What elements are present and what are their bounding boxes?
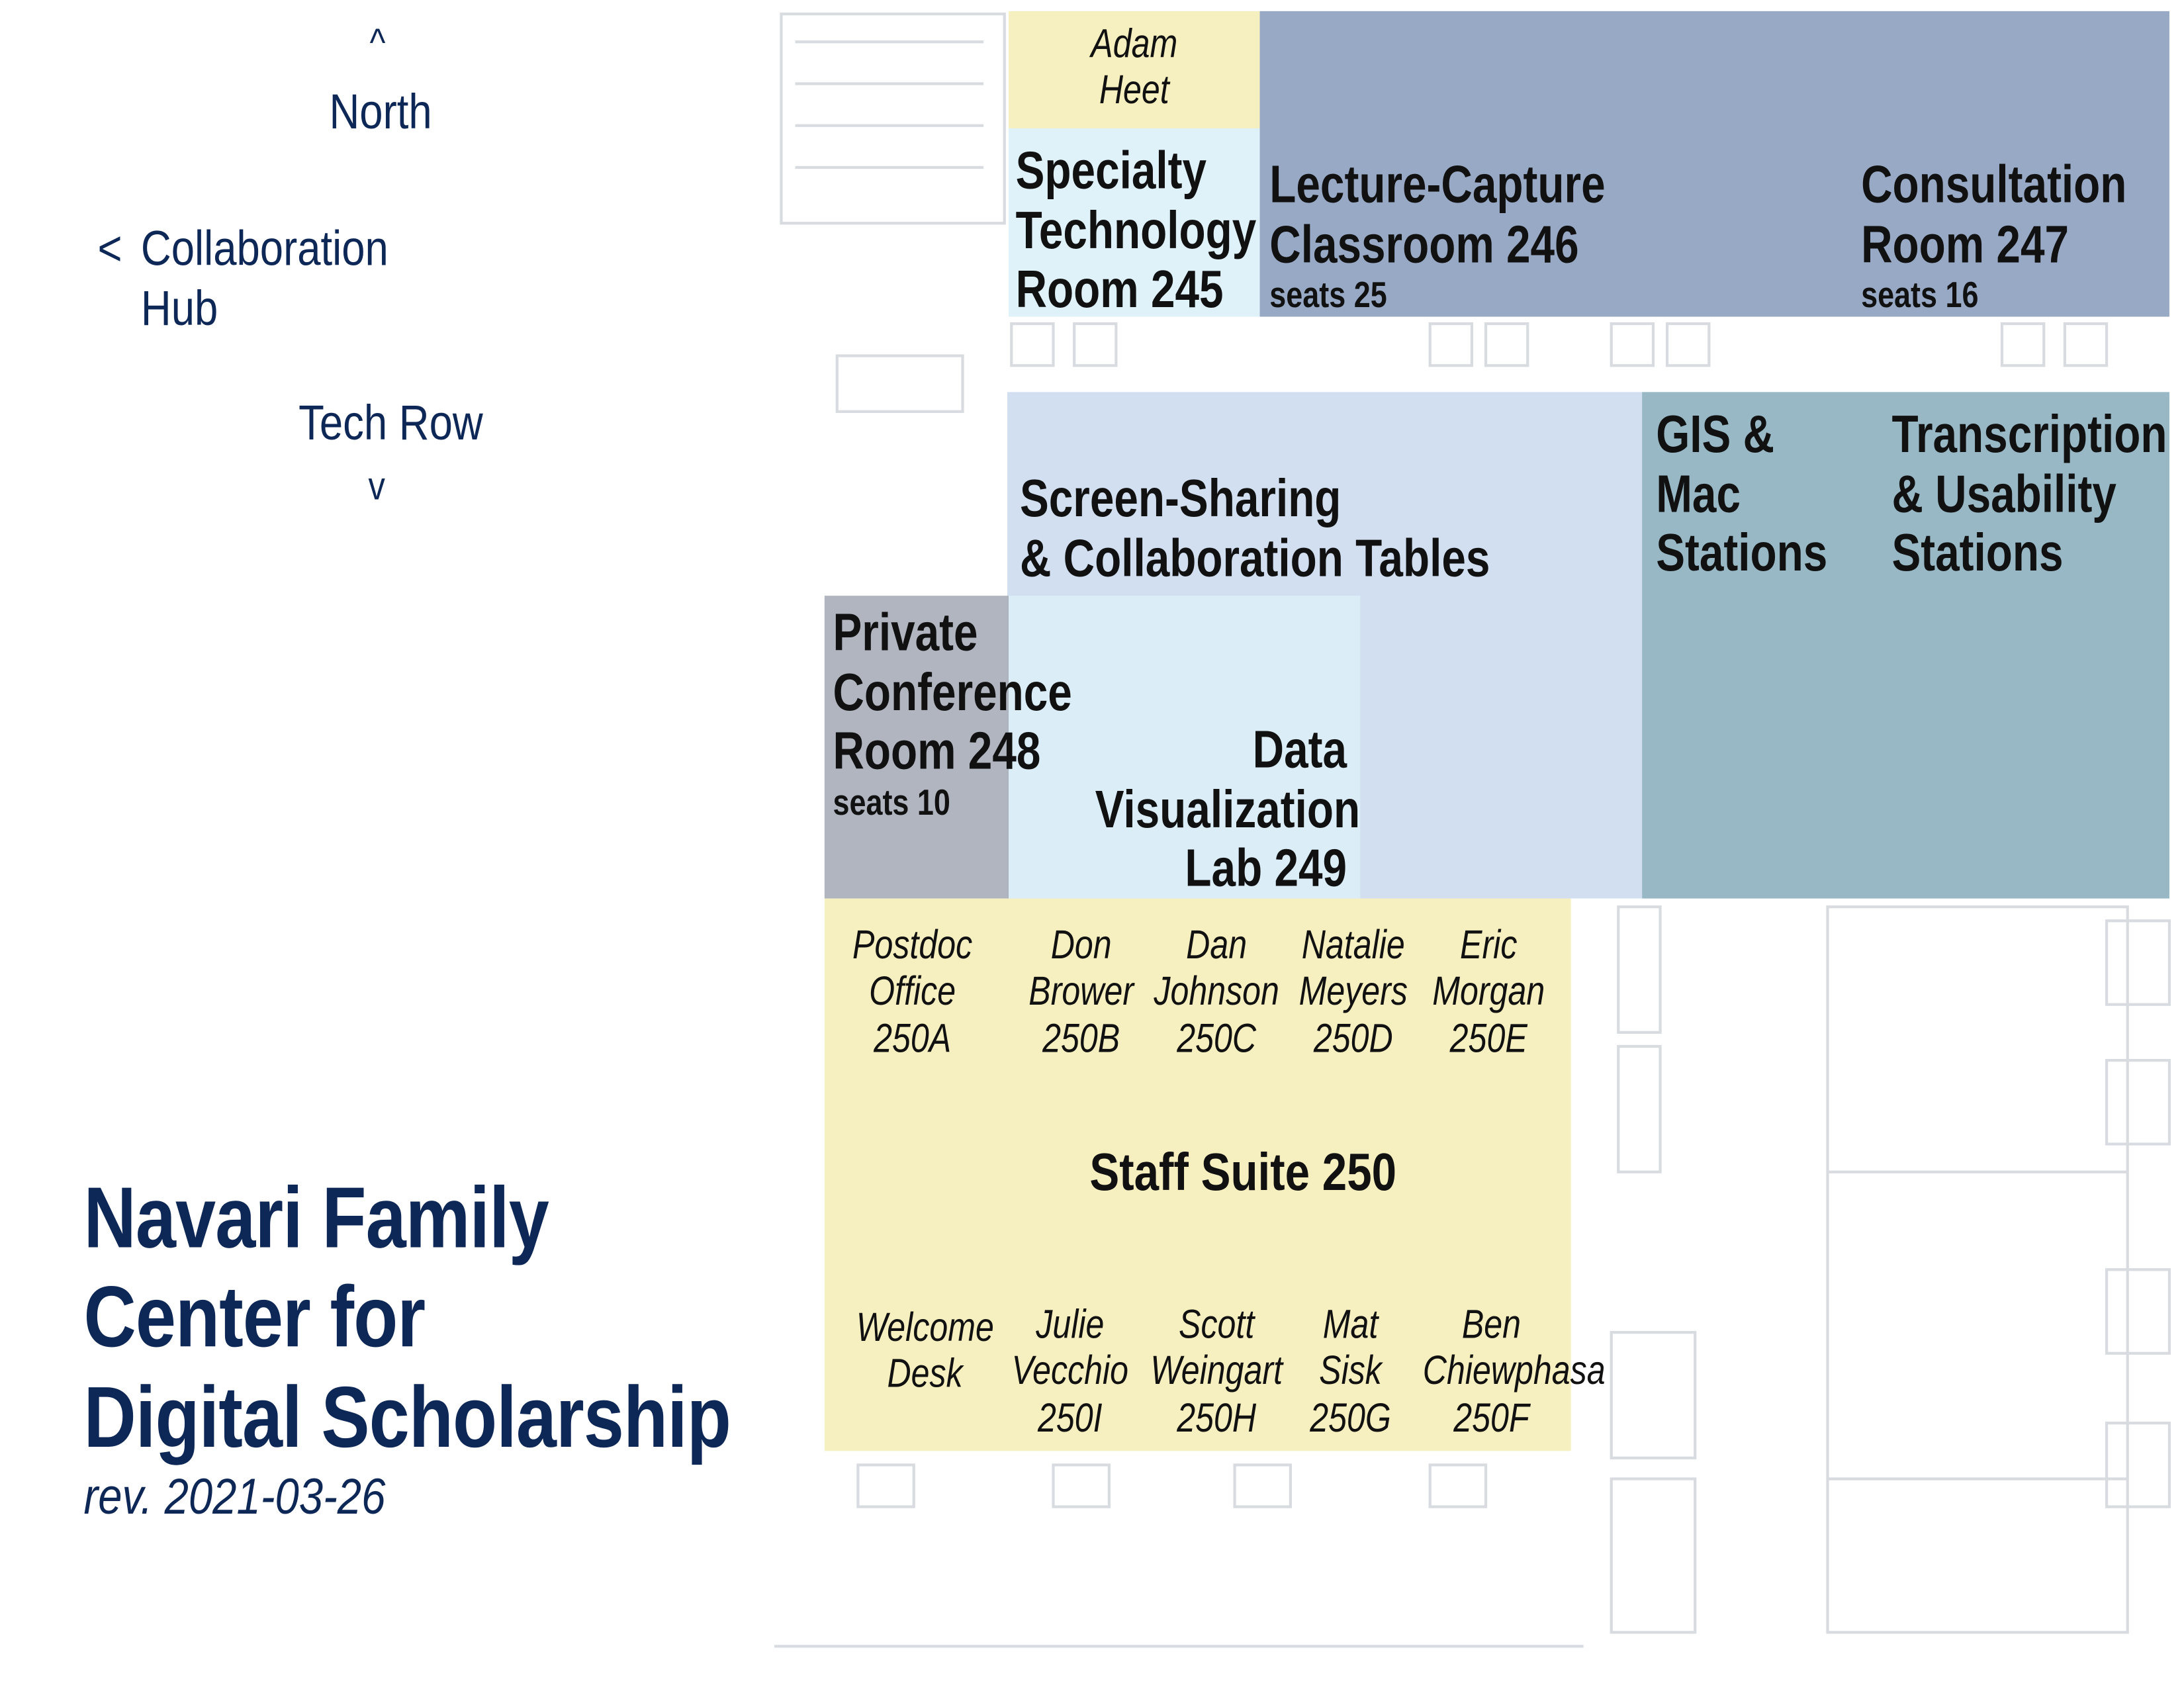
r245-line2: Technology [1015,201,1257,261]
office-line1: Eric [1460,923,1518,968]
office-line2: Office [869,970,956,1015]
north-label: North [329,85,432,140]
office-250g[interactable]: Mat Sisk 250G [1282,1303,1419,1443]
office-line1: Natalie [1301,923,1405,968]
gis-line3: Stations [1656,524,1828,584]
office-line1: Postdoc [852,923,973,968]
staff-suite-250[interactable] [824,898,1571,1451]
gis-line1: GIS & [1656,406,1775,465]
office-250c[interactable]: Dan Johnson 250C [1148,923,1285,1063]
label-adam-heet: Adam Heet [1054,23,1214,116]
r246-seats: seats 25 [1269,273,1387,316]
screen-line1: Screen-Sharing [1019,470,1342,529]
trans-line2: & Usability [1891,465,2116,524]
room-adam-heet[interactable] [1009,11,1260,128]
label-staff-suite: Staff Suite 250 [1089,1144,1397,1203]
office-line1: Don [1050,923,1112,968]
map-title: Navari Family Center for Digital Scholar… [83,1169,740,1468]
trans-line1: Transcription [1891,406,2167,465]
office-250e[interactable]: Eric Morgan 250E [1420,923,1557,1063]
title-line-3: Digital Scholarship [83,1369,731,1466]
r249-line3: Lab 249 [1185,840,1347,899]
r247-seats: seats 16 [1861,273,1979,316]
office-line2: Johnson [1154,970,1279,1015]
south-label: Tech Row [298,396,483,451]
office-number: 250A [874,1017,952,1062]
title-line-1: Navari Family [83,1170,549,1267]
r248-line2: Conference [833,663,1072,722]
office-line2: Meyers [1298,970,1408,1015]
r247-line2: Room 247 [1861,215,2070,275]
welcome-desk[interactable]: Welcome Desk [856,1306,994,1399]
room-246-247[interactable] [1259,11,2169,317]
north-arrow: ^ [369,21,386,64]
office-250b[interactable]: Don Brower 250B [1013,923,1150,1063]
office-line1: Welcome [856,1306,994,1351]
office-number: 250I [1038,1396,1103,1441]
office-250i[interactable]: Julie Vecchio 250I [1001,1303,1138,1443]
gis-line2: Mac [1656,465,1741,524]
label-room-246: Lecture-Capture Classroom 246 seats 25 [1269,156,1605,315]
office-line2: Morgan [1432,970,1545,1015]
r245-line3: Room 245 [1015,261,1224,320]
label-gis-mac: GIS & Mac Stations [1656,406,1827,584]
office-line2: Chiewphasa [1422,1349,1606,1394]
room-248[interactable] [824,596,1009,899]
floor-plan-background [774,12,2171,1648]
office-number: 250E [1449,1017,1527,1062]
label-room-248: Private Conference Room 248 seats 10 [833,604,1071,822]
r246-line2: Classroom 246 [1269,215,1579,275]
label-room-245: Specialty Technology Room 245 [1016,142,1257,320]
office-number: 250C [1177,1017,1257,1062]
label-screen-sharing: Screen-Sharing & Collaboration Tables [1020,470,1490,588]
screen-line2: & Collaboration Tables [1019,529,1490,588]
office-line2: Brower [1028,970,1134,1015]
room-249[interactable] [1009,596,1361,899]
r248-line3: Room 248 [833,723,1041,782]
office-number: 250G [1310,1396,1391,1441]
office-number: 250D [1313,1017,1393,1062]
office-number: 250B [1042,1017,1120,1062]
office-number: 250F [1453,1396,1529,1441]
south-arrow: v [368,464,385,508]
adam-line1: Adam [1091,22,1178,68]
office-250a[interactable]: Postdoc Office 250A [844,923,981,1063]
title-line-2: Center for [83,1269,426,1367]
office-line2: Vecchio [1011,1349,1129,1394]
west-label-line2: Hub [140,281,218,337]
office-250h[interactable]: Scott Weingart 250H [1148,1303,1285,1443]
r245-line1: Specialty [1015,142,1207,201]
office-line1: Julie [1036,1303,1105,1348]
adam-line2: Heet [1099,69,1169,114]
office-number: 250H [1177,1396,1257,1441]
label-room-247: Consultation Room 247 seats 16 [1861,156,2126,315]
revision-date: rev. 2021-03-26 [83,1467,386,1526]
office-line1: Mat [1322,1303,1379,1348]
label-room-249: Data Visualization Lab 249 [1095,721,1361,899]
trans-line3: Stations [1891,524,2064,584]
r246-line1: Lecture-Capture [1269,156,1606,215]
stations-area[interactable] [1642,392,2169,899]
office-line1: Dan [1186,923,1248,968]
r248-seats: seats 10 [833,780,950,823]
office-250f[interactable]: Ben Chiewphasa 250F [1422,1303,1606,1443]
office-250d[interactable]: Natalie Meyers 250D [1285,923,1422,1063]
r249-line2: Visualization [1095,780,1361,840]
room-245[interactable] [1009,128,1260,317]
west-arrow: < [97,222,122,277]
r248-line1: Private [833,604,978,663]
label-transcription: Transcription & Usability Stations [1891,406,2167,584]
office-line1: Scott [1179,1303,1255,1348]
office-line2: Desk [887,1352,963,1397]
west-label-line1: Collaboration [140,222,388,277]
r249-line1: Data [1252,721,1347,780]
office-line2: Weingart [1150,1349,1283,1394]
office-line2: Sisk [1319,1349,1382,1394]
r247-line1: Consultation [1861,156,2127,215]
office-line1: Ben [1461,1303,1522,1348]
